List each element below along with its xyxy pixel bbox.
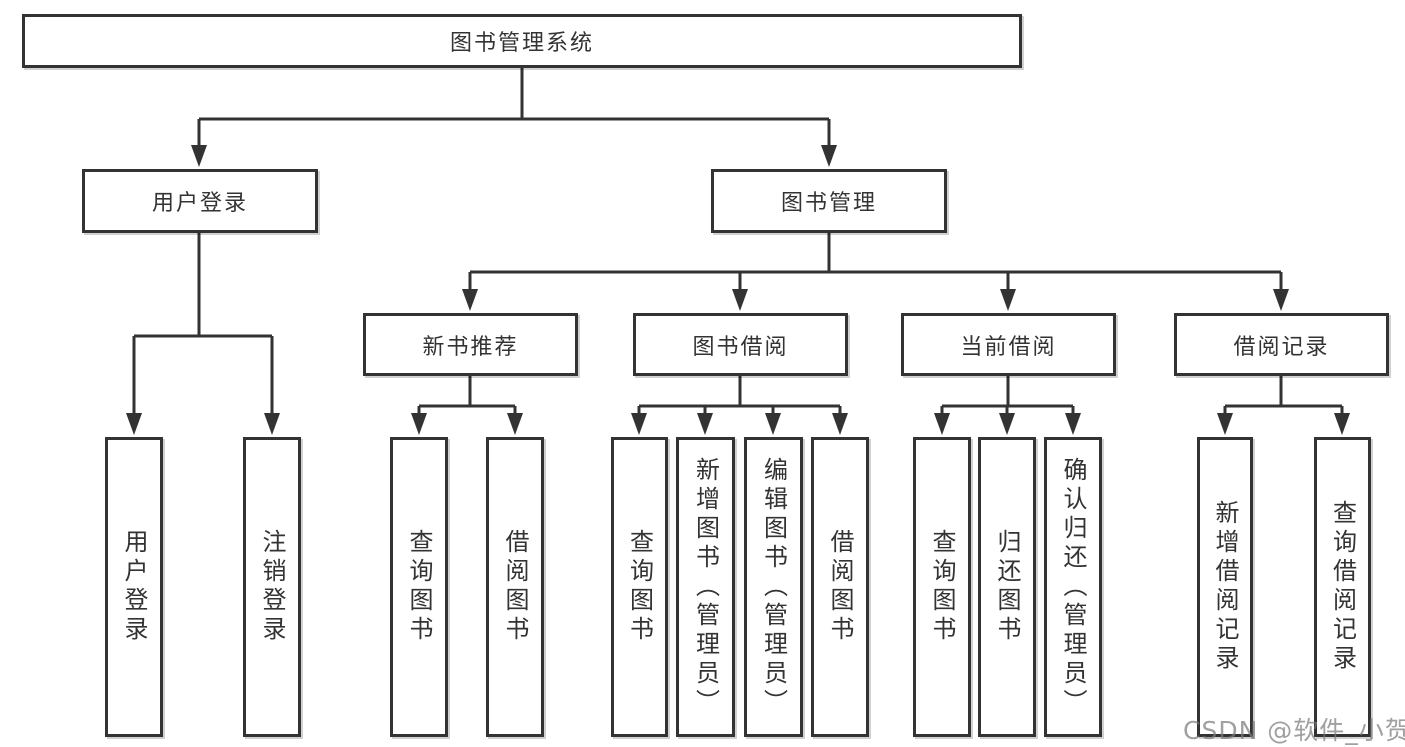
leaf-return-books: 归还图书 <box>978 437 1036 737</box>
leaf-edit-books-admin-label: 编辑图书（管理员） <box>759 456 788 718</box>
leaf-add-borrow-record: 新增借阅记录 <box>1197 437 1253 737</box>
leaf-logout: 注销登录 <box>243 437 301 737</box>
leaf-borrow-books-recommend-label: 借阅图书 <box>501 529 529 645</box>
node-book-management: 图书管理 <box>711 169 947 233</box>
leaf-user-login: 用户登录 <box>105 437 163 737</box>
leaf-query-books-borrowing: 查询图书 <box>611 437 668 737</box>
node-root: 图书管理系统 <box>22 14 1022 68</box>
leaf-user-login-label: 用户登录 <box>120 529 148 645</box>
leaf-query-books-current-label: 查询图书 <box>928 529 956 645</box>
leaf-borrow-books-label: 借阅图书 <box>826 529 854 645</box>
leaf-return-books-label: 归还图书 <box>993 529 1021 645</box>
leaf-edit-books-admin: 编辑图书（管理员） <box>744 437 803 737</box>
leaf-add-borrow-record-label: 新增借阅记录 <box>1211 500 1239 674</box>
leaf-add-books-admin: 新增图书（管理员） <box>676 437 735 737</box>
leaf-borrow-books: 借阅图书 <box>811 437 869 737</box>
node-user-login: 用户登录 <box>82 169 318 233</box>
csdn-watermark: CSDN @软件_小贺同学 <box>1183 716 1405 745</box>
leaf-borrow-books-recommend: 借阅图书 <box>486 437 544 737</box>
leaf-logout-label: 注销登录 <box>258 529 286 645</box>
leaf-confirm-return-admin: 确认归还（管理员） <box>1044 437 1102 737</box>
leaf-query-books-recommend: 查询图书 <box>390 437 448 737</box>
leaf-query-books-borrowing-label: 查询图书 <box>625 529 654 645</box>
node-book-borrowing: 图书借阅 <box>633 313 848 376</box>
leaf-query-books-current: 查询图书 <box>913 437 971 737</box>
node-new-book-recommendation: 新书推荐 <box>363 313 578 376</box>
leaf-query-borrow-record: 查询借阅记录 <box>1314 437 1371 737</box>
node-borrowing-records: 借阅记录 <box>1174 313 1389 376</box>
leaf-add-books-admin-label: 新增图书（管理员） <box>691 456 720 718</box>
leaf-query-borrow-record-label: 查询借阅记录 <box>1328 500 1357 674</box>
node-current-borrowing: 当前借阅 <box>901 313 1116 376</box>
leaf-query-books-recommend-label: 查询图书 <box>405 529 433 645</box>
leaf-confirm-return-admin-label: 确认归还（管理员） <box>1059 456 1087 718</box>
